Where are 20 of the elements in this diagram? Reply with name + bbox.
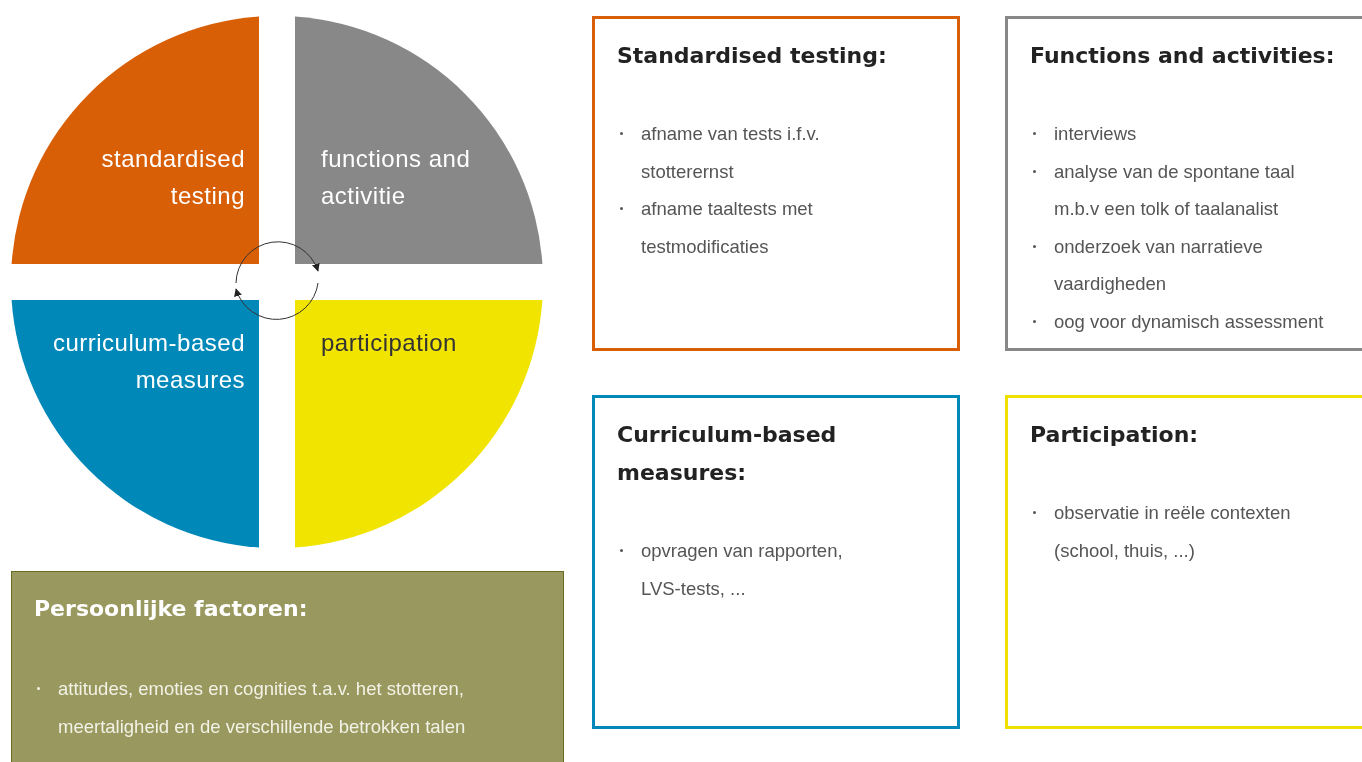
- card-heading: Persoonlijke factoren:: [34, 595, 308, 623]
- card-heading: Participation:: [1030, 421, 1199, 449]
- bullet-text: opvragen van rapporten, LVS-tests, ...: [641, 539, 844, 601]
- card-heading: Curriculum-based measures:: [617, 421, 838, 487]
- segment-label: curriculum-based measures: [51, 328, 245, 395]
- text-card: [1005, 395, 1362, 729]
- bullet-text: observatie in reële contexten (school, thuis, ...): [1054, 501, 1292, 563]
- bullet-text: afname taaltests met testmodificaties: [641, 197, 814, 259]
- segment-label: participation: [321, 328, 458, 358]
- card-heading: Standardised testing:: [617, 42, 887, 70]
- segment-label: functions and activitie: [321, 144, 471, 211]
- bullet-text: oog voor dynamisch assessment: [1054, 309, 1324, 334]
- bullet-text: attitudes, emoties en cognities t.a.v. het stotteren, meertaligheid en de verschillende betrokken talen: [58, 677, 467, 739]
- text-card: [592, 16, 960, 351]
- segment-label: standardised testing: [100, 144, 245, 211]
- bullet-text: interviews: [1054, 122, 1137, 146]
- text-card: [1005, 16, 1362, 351]
- text-card: [11, 571, 564, 762]
- text-card: [592, 395, 960, 729]
- card-heading: Functions and activities:: [1030, 42, 1335, 70]
